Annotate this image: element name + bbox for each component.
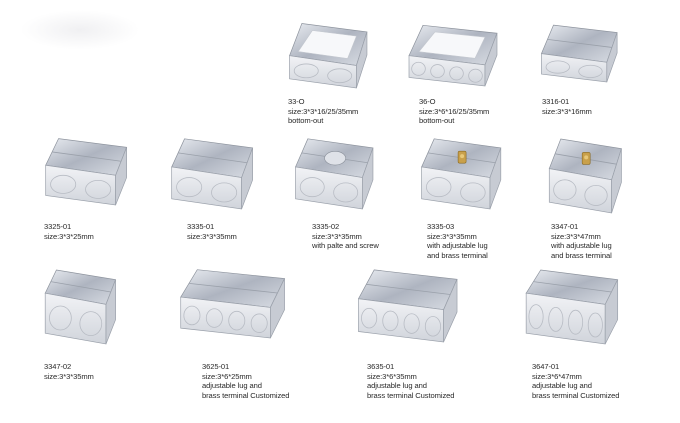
product-size: size:3*3*16mm — [542, 106, 592, 116]
product-description: bottom-out — [288, 116, 324, 126]
junction-box-image — [286, 20, 374, 90]
product-description: adjustable lug and — [532, 381, 592, 391]
product-size: size:3*3*25mm — [44, 231, 94, 241]
product-size: size:3*6*25mm — [202, 371, 252, 381]
product-code: 3625-01 — [202, 362, 230, 371]
product-code: 3325-01 — [44, 222, 72, 231]
product-code: 3335-02 — [312, 222, 340, 231]
junction-box-image — [546, 135, 628, 215]
product-size: size:3*3*35mm — [187, 231, 237, 241]
product-description: with adjustable lug — [551, 241, 612, 251]
product-size: size:3*6*16/25/35mm — [419, 106, 490, 116]
junction-box-image — [538, 22, 624, 84]
product-code: 3347-02 — [44, 362, 72, 371]
junction-box-image — [418, 135, 508, 211]
junction-box-image — [168, 135, 260, 211]
product-code: 33-O — [288, 97, 305, 106]
product-size: size:3*3*35mm — [312, 231, 362, 241]
junction-box-image — [42, 135, 134, 207]
junction-box-image — [292, 135, 380, 211]
product-size: size:3*3*16/25/35mm — [288, 106, 359, 116]
junction-box-image — [354, 266, 466, 344]
product-size: size:3*3*47mm — [551, 231, 601, 241]
product-description: with adjustable lug — [427, 241, 488, 251]
product-description: adjustable lug and — [202, 381, 262, 391]
product-description: and brass terminal — [427, 250, 488, 260]
product-description: bottom-out — [419, 116, 455, 126]
product-code: 3335-03 — [427, 222, 455, 231]
product-code: 3635-01 — [367, 362, 395, 371]
background-smudge — [20, 10, 140, 50]
product-code: 3316-01 — [542, 97, 570, 106]
product-description: and brass terminal — [551, 250, 612, 260]
junction-box-image — [405, 22, 505, 88]
product-description: adjustable lug and — [367, 381, 427, 391]
product-size: size:3*6*47mm — [532, 371, 582, 381]
product-size: size:3*3*35mm — [427, 231, 477, 241]
product-code: 36-O — [419, 97, 436, 106]
product-size: size:3*6*35mm — [367, 371, 417, 381]
product-code: 3347-01 — [551, 222, 579, 231]
product-code: 3335-01 — [187, 222, 215, 231]
junction-box-image — [42, 266, 122, 346]
junction-box-image — [176, 266, 294, 340]
product-description: brass terminal Customized — [532, 390, 620, 400]
product-description: with palte and screw — [312, 241, 379, 251]
product-size: size:3*3*35mm — [44, 371, 94, 381]
product-description: brass terminal Customized — [367, 390, 455, 400]
product-description: brass terminal Customized — [202, 390, 290, 400]
junction-box-image — [522, 266, 626, 346]
product-code: 3647-01 — [532, 362, 560, 371]
